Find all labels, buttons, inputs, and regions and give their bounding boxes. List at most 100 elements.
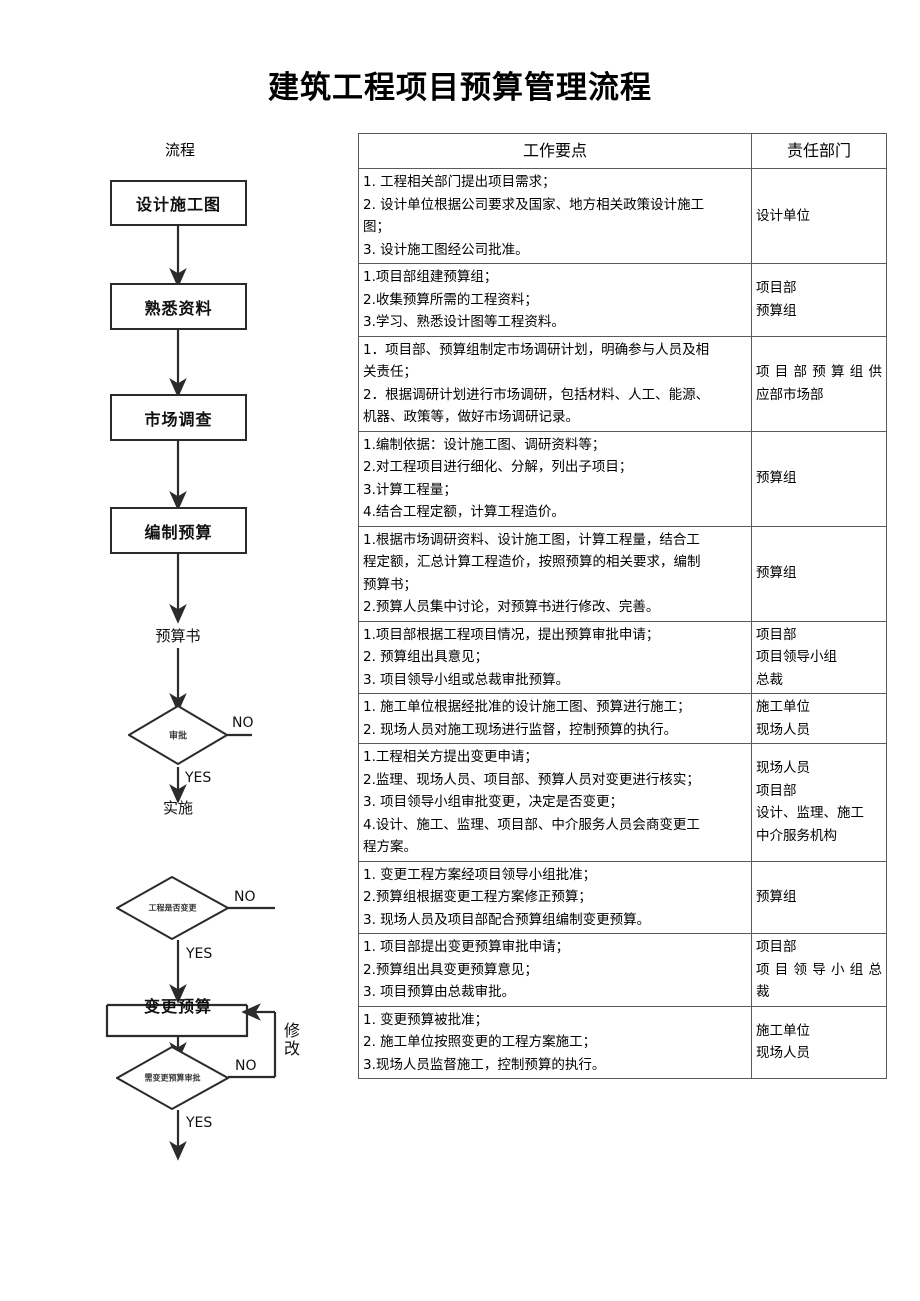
point-line: 图；: [363, 219, 390, 235]
dept-line: 项目部: [756, 280, 797, 297]
diamond-shape-change-approval: [116, 1046, 229, 1110]
dept-line: 项目部预算组供: [756, 364, 882, 380]
point-line: 2.预算人员集中讨论，对预算书进行修改、完善。: [363, 599, 660, 615]
point-line: 2．根据调研计划进行市场调研，包括材料、人工、能源、: [363, 386, 710, 403]
point-line: 程方案。: [363, 839, 417, 855]
flow-node-budget-document: 预算书: [155, 627, 201, 645]
table-header-row: 工作要点 责任部门: [358, 133, 887, 169]
dept-line: 项目部: [756, 782, 797, 799]
table-row: 1．项目部、预算组制定市场调研计划，明确参与人员及相 关责任； 2．根据调研计划…: [358, 335, 887, 432]
point-line: 2. 现场人员对施工现场进行监督，控制预算的执行。: [363, 721, 678, 738]
flow-node-familiarize[interactable]: 熟悉资料: [110, 283, 247, 330]
diamond-shape-approval: [128, 705, 228, 765]
point-line: 预算书；: [363, 576, 417, 593]
cell-points: 1.项目部组建预算组； 2.收集预算所需的工程资料； 3.学习、熟悉设计图等工程…: [358, 263, 752, 337]
cell-points: 1. 变更预算被批准； 2. 施工单位按照变更的工程方案施工； 3.现场人员监督…: [358, 1005, 752, 1079]
table-row: 1.项目部组建预算组； 2.收集预算所需的工程资料； 3.学习、熟悉设计图等工程…: [358, 263, 887, 337]
point-line: 1. 工程相关部门提出项目需求；: [363, 174, 556, 190]
cell-dept: 项目部 预算组: [751, 263, 887, 337]
point-line: 机器、政策等，做好市场调研记录。: [363, 409, 579, 425]
point-line: 1.工程相关方提出变更申请；: [363, 749, 538, 765]
dept-line: 项目部: [756, 626, 797, 643]
edge-label-change-approval-no: NO: [235, 1058, 257, 1074]
dept-line: 预算组: [756, 889, 797, 905]
edge-label-revise: 修改: [281, 1022, 300, 1058]
flowchart-connectors: [105, 226, 277, 1161]
edge-label-change-yes: YES: [186, 946, 213, 962]
flow-node-prepare-budget[interactable]: 编制预算: [110, 507, 247, 554]
point-line: 3.现场人员监督施工，控制预算的执行。: [363, 1056, 606, 1073]
point-line: 3. 项目领导小组审批变更，决定是否变更；: [363, 794, 624, 810]
dept-line: 项目领导小组总: [756, 961, 882, 978]
cell-points: 1.工程相关方提出变更申请； 2.监理、现场人员、项目部、预算人员对变更进行核实…: [358, 743, 752, 862]
table-row: 1.根据市场调研资料、设计施工图，计算工程量，结合工 程定额，汇总计算工程造价，…: [358, 525, 887, 622]
point-line: 1. 变更预算被批准；: [363, 1011, 489, 1028]
cell-points: 1. 变更工程方案经项目领导小组批准； 2.预算组根据变更工程方案修正预算； 3…: [358, 860, 752, 934]
flow-node-implement: 实施: [162, 799, 193, 817]
point-line: 程定额，汇总计算工程造价，按照预算的相关要求，编制: [363, 554, 701, 570]
flow-column-header: 流程: [164, 141, 195, 159]
point-line: 4.结合工程定额，计算工程造价。: [363, 504, 565, 520]
cell-dept: 预算组: [751, 525, 887, 622]
cell-dept: 现场人员 项目部 设计、监理、施工 中介服务机构: [751, 743, 887, 862]
flow-node-market-survey[interactable]: 市场调查: [110, 394, 247, 441]
point-line: 2. 预算组出具意见；: [363, 649, 489, 665]
dept-line: 项目领导小组: [756, 649, 837, 665]
cell-points: 1．项目部、预算组制定市场调研计划，明确参与人员及相 关责任； 2．根据调研计划…: [358, 335, 752, 432]
point-line: 1.项目部组建预算组；: [363, 269, 498, 285]
cell-dept: 项目部 项目领导小组 总裁: [751, 620, 887, 694]
page-title: 建筑工程项目预算管理流程: [268, 70, 652, 106]
dept-line: 预算组: [756, 565, 797, 582]
flow-node-change-decision[interactable]: 工程是否变更: [116, 876, 229, 940]
table-row: 1. 变更预算被批准； 2. 施工单位按照变更的工程方案施工； 3.现场人员监督…: [358, 1005, 887, 1079]
dept-line: 裁: [756, 984, 770, 1000]
edge-label-change-no: NO: [234, 889, 256, 905]
cell-points: 1.根据市场调研资料、设计施工图，计算工程量，结合工 程定额，汇总计算工程造价，…: [358, 525, 752, 622]
point-line: 4.设计、施工、监理、项目部、中介服务人员会商变更工: [363, 816, 700, 833]
table-row: 1.项目部根据工程项目情况，提出预算审批申请； 2. 预算组出具意见； 3. 项…: [358, 620, 887, 694]
flow-node-design[interactable]: 设计施工图: [110, 180, 247, 226]
flow-node-change-approval[interactable]: 需变更预算审批: [116, 1046, 229, 1110]
table-body: 1. 工程相关部门提出项目需求； 2. 设计单位根据公司要求及国家、地方相关政策…: [358, 168, 887, 1079]
point-line: 2.预算组根据变更工程方案修正预算；: [363, 889, 592, 905]
flow-node-change-budget[interactable]: 变更预算: [143, 997, 212, 1016]
cell-points: 1.编制依据：设计施工图、调研资料等； 2.对工程项目进行细化、分解，列出子项目…: [358, 430, 752, 527]
flow-node-approval-label: 审批: [168, 731, 187, 742]
cell-points: 1.项目部根据工程项目情况，提出预算审批申请； 2. 预算组出具意见； 3. 项…: [358, 620, 752, 694]
process-table: 工作要点 责任部门 1. 工程相关部门提出项目需求； 2. 设计单位根据公司要求…: [358, 133, 887, 1079]
flowchart: 设计施工图 熟悉资料 市场调查 编制预算 预算书 实施 审批 工程是否变更 变更…: [0, 0, 350, 1301]
point-line: 1. 施工单位根据经批准的设计施工图、预算进行施工；: [363, 699, 691, 715]
cell-dept: 设计单位: [751, 168, 887, 264]
point-line: 2.监理、现场人员、项目部、预算人员对变更进行核实；: [363, 771, 700, 788]
dept-line: 预算组: [756, 302, 797, 319]
dept-line: 设计、监理、施工: [756, 805, 864, 822]
column-header-points: 工作要点: [358, 133, 752, 169]
cell-dept: 项目部 项目领导小组总 裁: [751, 933, 887, 1007]
point-line: 3.计算工程量；: [363, 481, 457, 498]
dept-line: 中介服务机构: [756, 827, 837, 844]
dept-line: 施工单位: [756, 699, 810, 715]
dept-line: 现场人员: [756, 760, 810, 777]
point-line: 2.收集预算所需的工程资料；: [363, 291, 538, 308]
point-line: 3. 项目预算由总裁审批。: [363, 984, 516, 1000]
table-row: 1. 项目部提出变更预算审批申请； 2.预算组出具变更预算意见； 3. 项目预算…: [358, 933, 887, 1007]
cell-dept: 项目部预算组供 应部市场部: [751, 335, 887, 432]
point-line: 3. 现场人员及项目部配合预算组编制变更预算。: [363, 911, 651, 928]
point-line: 2. 施工单位按照变更的工程方案施工；: [363, 1034, 597, 1050]
dept-line: 应部市场部: [756, 386, 824, 403]
cell-points: 1. 工程相关部门提出项目需求； 2. 设计单位根据公司要求及国家、地方相关政策…: [358, 168, 752, 264]
cell-dept: 预算组: [751, 860, 887, 934]
point-line: 2. 设计单位根据公司要求及国家、地方相关政策设计施工: [363, 196, 705, 213]
flow-node-approval[interactable]: 审批: [128, 705, 228, 765]
cell-dept: 施工单位 现场人员: [751, 693, 887, 744]
diamond-shape-change-decision: [116, 876, 229, 940]
point-line: 1.项目部根据工程项目情况，提出预算审批申请；: [363, 626, 660, 643]
table-row: 1. 变更工程方案经项目领导小组批准； 2.预算组根据变更工程方案修正预算； 3…: [358, 860, 887, 934]
point-line: 3. 项目领导小组或总裁审批预算。: [363, 671, 570, 688]
dept-line: 总裁: [756, 671, 783, 688]
cell-points: 1. 施工单位根据经批准的设计施工图、预算进行施工； 2. 现场人员对施工现场进…: [358, 693, 752, 744]
dept-line: 设计单位: [756, 207, 810, 224]
point-line: 2.预算组出具变更预算意见；: [363, 961, 538, 978]
edge-label-change-approval-yes: YES: [186, 1115, 213, 1131]
dept-line: 现场人员: [756, 721, 810, 738]
